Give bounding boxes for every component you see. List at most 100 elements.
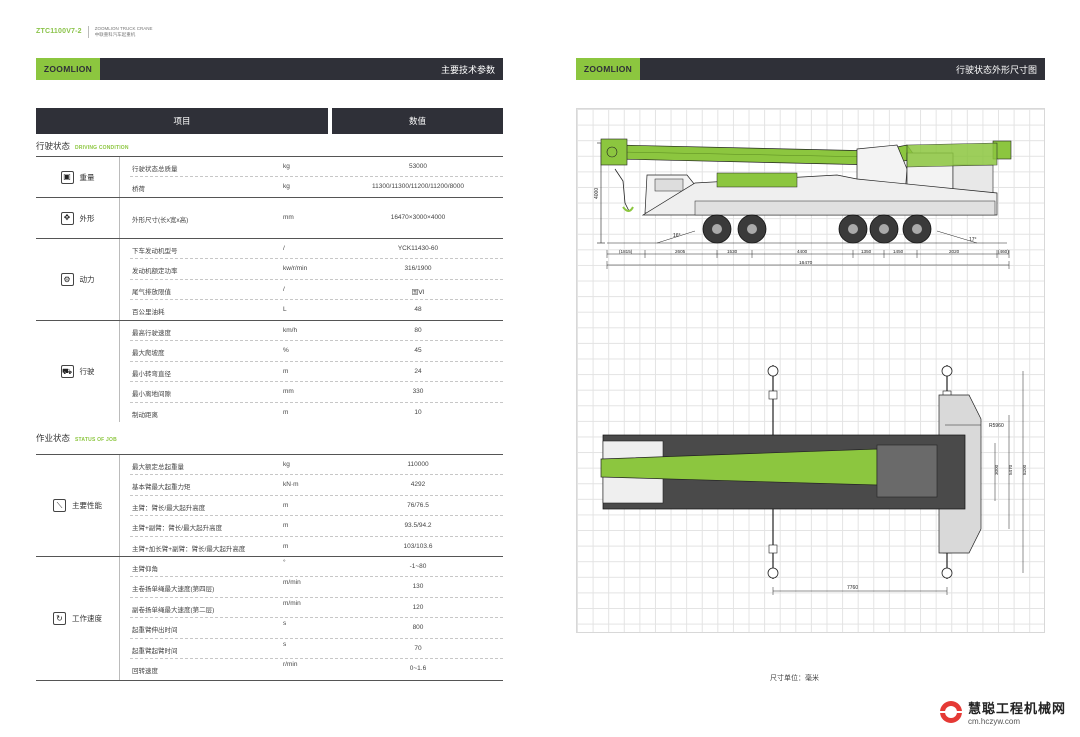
total-length-label: 16470 <box>799 260 813 266</box>
spec-name: 桥荷 <box>132 186 145 194</box>
spec-value: 11300/11300/11200/11200/8000 <box>371 183 465 191</box>
spec-unit: / <box>283 285 285 293</box>
spec-row: 主臂+加长臂+副臂：臂长/最大起升高度 m 103/103.6 <box>120 537 503 557</box>
spec-row: 发动机额定功率 kw/r/min 316/1900 <box>120 259 503 280</box>
section-title-job: 作业状态 STATUS OF JOB <box>36 432 117 444</box>
group-label-text: 重量 <box>79 172 95 182</box>
spec-value: 330 <box>412 388 424 396</box>
spec-unit: mm <box>283 214 294 221</box>
group-label: ↻ 工作速度 <box>36 557 120 680</box>
spec-value: 316/1900 <box>404 265 432 273</box>
spec-value: 130 <box>412 583 424 591</box>
spec-row: 副卷扬单绳最大速度(第二层) m/min 120 <box>120 598 503 619</box>
spec-row: 百公里油耗 L 48 <box>120 300 503 320</box>
spec-unit: m/min <box>283 579 301 587</box>
spec-name: 主卷扬单绳最大速度(第四层) <box>132 586 215 594</box>
spec-name: 主臂仰角 <box>132 566 158 573</box>
spec-value: 53000 <box>408 163 428 170</box>
spec-unit: m <box>283 408 289 416</box>
dimension-arrows-icon: ✥ <box>60 211 74 225</box>
spec-group-speed: ↻ 工作速度 主臂仰角 ° -1~80 主卷扬单绳最大速度(第四层) m/min… <box>36 556 503 680</box>
departure-angle-label: 17° <box>969 237 977 243</box>
right-banner: ZOOMLION 行驶状态外形尺寸图 <box>576 58 1045 80</box>
group-label: ✥ 外形 <box>36 198 120 238</box>
row-divider <box>130 401 503 403</box>
spec-value: 0~1.6 <box>409 665 427 672</box>
dim-label: (1815) <box>619 249 633 254</box>
crane-side-view: 4000 <box>594 138 1012 269</box>
spec-value: 110000 <box>407 461 429 468</box>
spec-row: 最小转弯直径 m 24 <box>120 362 503 383</box>
group-label: ▣ 重量 <box>36 157 120 197</box>
spec-row: 主臂+副臂：臂长/最大起升高度 m 93.5/94.2 <box>120 516 503 537</box>
height-dim-label: 4000 <box>594 188 600 199</box>
spec-unit: % <box>283 347 289 355</box>
truck-icon: ⛟ <box>60 365 74 378</box>
section-title: 行驶状态 <box>36 141 71 151</box>
section-title-en: DRIVING CONDITION <box>75 145 129 151</box>
dim-label: 2605 <box>675 249 686 254</box>
spec-value: -1~80 <box>409 563 427 570</box>
watermark-url: cm.hczyw.com <box>968 717 1021 726</box>
spec-unit: mm <box>283 388 294 396</box>
spec-row: 最大额定总起重量 kg 110000 <box>120 455 503 476</box>
column-header-item: 项目 <box>36 108 328 134</box>
row-divider <box>130 576 503 578</box>
spec-name: 主臂+副臂：臂长/最大起升高度 <box>132 525 223 533</box>
row-divider <box>130 535 503 537</box>
row-divider <box>130 515 503 517</box>
spec-value: 16470×3000×4000 <box>390 214 446 221</box>
width-dim-label: 5470 <box>1008 464 1013 475</box>
spec-value: 93.5/94.2 <box>404 522 432 530</box>
engine-icon: ⚙ <box>60 273 74 286</box>
dim-label: 1450 <box>893 249 904 254</box>
dim-label: 1350 <box>861 249 872 254</box>
boom-icon: ⟍ <box>53 499 66 512</box>
width-dim-label: 8200 <box>1022 464 1027 475</box>
spec-value: YCK11430-60 <box>397 245 439 252</box>
right-banner-title: 行驶状态外形尺寸图 <box>955 64 1037 75</box>
spec-name: 外形尺寸(长x宽x高) <box>132 217 189 224</box>
group-label-text: 行驶 <box>79 367 95 376</box>
spec-group-dimensions: ✥ 外形 外形尺寸(长x宽x高) mm 16470×3000×4000 <box>36 197 503 238</box>
spec-name: 起重臂起臂时间 <box>132 647 178 655</box>
row-divider <box>130 637 503 639</box>
spec-row: 起重臂起臂时间 s 70 <box>120 639 503 659</box>
model-number: ZTC1100V7-2 <box>36 28 82 35</box>
spec-row: 基本臂最大起重力矩 kN·m 4292 <box>120 475 503 496</box>
spec-unit: kN·m <box>283 481 299 489</box>
dimension-drawing-panel: 4000 <box>576 108 1045 633</box>
spec-value: 24 <box>414 367 422 375</box>
spec-unit: km/h <box>283 327 298 334</box>
spec-row: 最高行驶速度 km/h 80 <box>120 321 503 342</box>
group-label: ⚙ 动力 <box>36 239 120 320</box>
dim-label: 1530 <box>727 249 738 254</box>
spec-row: 最大爬坡度 % 45 <box>120 341 503 362</box>
speed-icon: ↻ <box>53 612 66 625</box>
spec-name: 行驶状态总质量 <box>132 166 178 173</box>
spec-name: 百公里油耗 <box>132 309 165 317</box>
row-divider <box>130 340 503 342</box>
spec-row: 回转速度 r/min 0~1.6 <box>120 659 503 679</box>
dimension-drawing: 4000 <box>594 138 1027 595</box>
row-divider <box>130 278 503 280</box>
spec-name: 尾气排放限值 <box>132 288 171 296</box>
model-mark: ZTC1100V7-2 ZOOMLION TRUCK CRANE 中联重科汽车起… <box>36 26 152 38</box>
spec-value: 70 <box>414 644 422 652</box>
section-title: 作业状态 <box>36 433 71 443</box>
group-label-text: 动力 <box>79 275 95 284</box>
left-banner-title: 主要技术参数 <box>440 64 495 75</box>
spec-value: 48 <box>414 306 422 314</box>
spec-name: 制动距离 <box>132 411 158 419</box>
row-divider <box>130 596 503 598</box>
dim-label: (460) <box>998 249 1009 254</box>
spec-name: 最高行驶速度 <box>132 330 171 337</box>
spec-row: 桥荷 kg 11300/11300/11200/11200/8000 <box>120 177 503 197</box>
spec-unit: L <box>283 306 287 314</box>
spec-row: 制动距离 m 10 <box>120 403 503 423</box>
row-divider <box>130 258 503 260</box>
spec-name: 最小转弯直径 <box>132 370 171 378</box>
spec-value: 120 <box>412 603 424 611</box>
subtitle-en: ZOOMLION TRUCK CRANE <box>94 26 153 31</box>
spec-value: 国Ⅵ <box>411 288 425 296</box>
